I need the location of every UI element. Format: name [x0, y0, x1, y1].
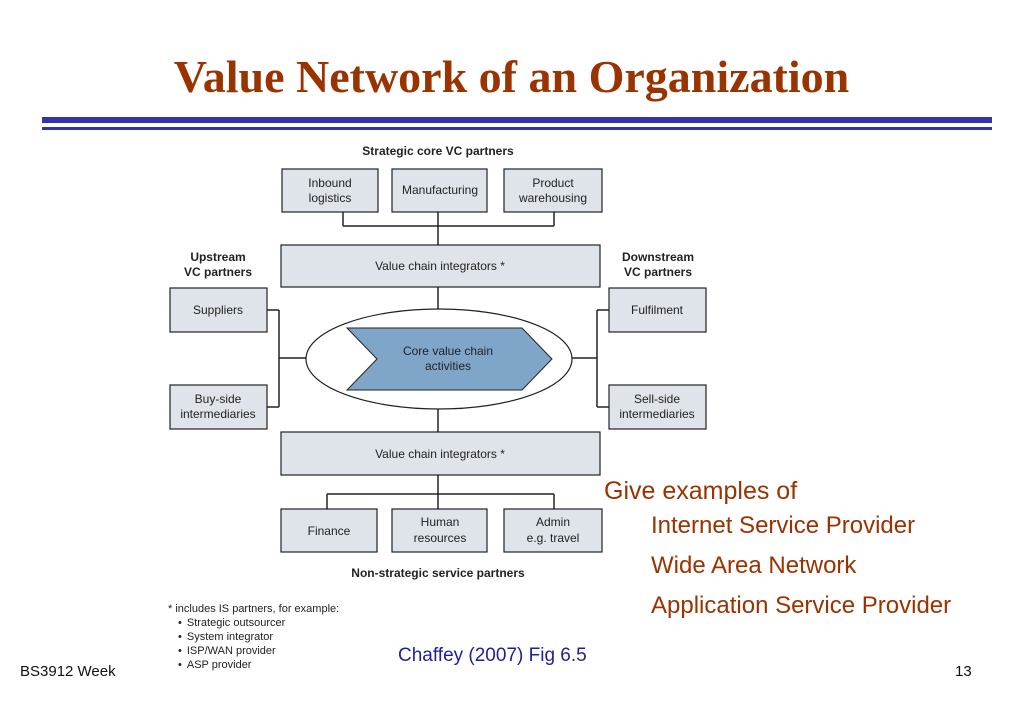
- box-product-warehousing-line1: Product: [532, 176, 574, 190]
- title-rule-thin: [42, 127, 992, 130]
- heading-upstream-line1: Upstream: [190, 250, 245, 264]
- core-chevron: [345, 327, 553, 391]
- footnote-intro: * includes IS partners, for example:: [168, 603, 340, 615]
- title-rule-thick: [42, 117, 992, 123]
- box-sell-side-line2: intermediaries: [619, 407, 694, 421]
- box-finance: [280, 508, 378, 553]
- box-inbound-logistics: [281, 168, 379, 213]
- box-inbound-logistics-line1: Inbound: [308, 176, 351, 190]
- heading-non-strategic: Non-strategic service partners: [351, 566, 525, 580]
- box-product-warehousing: [503, 168, 603, 213]
- box-human-resources-line1: Human: [421, 515, 460, 529]
- footnote-item: ASP provider: [178, 658, 339, 672]
- heading-downstream-line1: Downstream: [622, 250, 694, 264]
- footer-course-label: BS3912 Week: [20, 663, 116, 680]
- examples-block: Give examples of Internet Service Provid…: [604, 476, 951, 626]
- footnote-item: System integrator: [178, 630, 339, 644]
- heading-strategic-core: Strategic core VC partners: [362, 144, 514, 158]
- footnote-item: ISP/WAN provider: [178, 644, 339, 658]
- footnote: * includes IS partners, for example: Str…: [168, 602, 339, 672]
- box-admin-line1: Admin: [536, 515, 570, 529]
- figure-caption: Chaffey (2007) Fig 6.5: [398, 645, 587, 666]
- box-buy-side-line2: intermediaries: [180, 407, 255, 421]
- example-item: Internet Service Provider: [651, 512, 916, 539]
- heading-upstream-line2: VC partners: [184, 265, 252, 279]
- box-buy-side-line1: Buy-side: [195, 392, 242, 406]
- box-manufacturing: [391, 168, 488, 213]
- box-suppliers-label: Suppliers: [193, 303, 243, 317]
- box-human-resources-line2: resources: [414, 531, 467, 545]
- integrator-bottom-label: Value chain integrators *: [375, 447, 505, 461]
- page-number: 13: [955, 663, 972, 680]
- core-label-line1: Core value chain: [403, 344, 493, 358]
- connector-lines: [267, 212, 609, 509]
- example-item: Wide Area Network: [651, 552, 857, 579]
- box-fulfilment: [608, 287, 707, 333]
- footnote-list: Strategic outsourcer System integrator I…: [168, 616, 339, 672]
- box-inbound-logistics-line2: logistics: [309, 191, 352, 205]
- box-sell-side-line1: Sell-side: [634, 392, 680, 406]
- integrator-top-label: Value chain integrators *: [375, 259, 505, 273]
- box-suppliers: [169, 287, 268, 333]
- integrator-bottom: [280, 431, 601, 476]
- box-admin: [503, 508, 603, 553]
- example-item: Application Service Provider: [651, 592, 952, 619]
- integrator-top: [280, 244, 601, 288]
- slide-title: Value Network of an Organization: [173, 51, 850, 102]
- box-finance-label: Finance: [308, 524, 351, 538]
- box-product-warehousing-line2: warehousing: [518, 191, 587, 205]
- box-sell-side-intermediaries: [608, 384, 707, 430]
- box-human-resources: [391, 508, 488, 553]
- heading-downstream-line2: VC partners: [624, 265, 692, 279]
- box-fulfilment-label: Fulfilment: [631, 303, 684, 317]
- examples-lead: Give examples of: [604, 477, 798, 505]
- box-admin-line2: e.g. travel: [527, 531, 580, 545]
- box-buy-side-intermediaries: [169, 384, 268, 430]
- core-label-line2: activities: [425, 359, 471, 373]
- box-manufacturing-label: Manufacturing: [402, 183, 478, 197]
- footnote-item: Strategic outsourcer: [178, 616, 339, 630]
